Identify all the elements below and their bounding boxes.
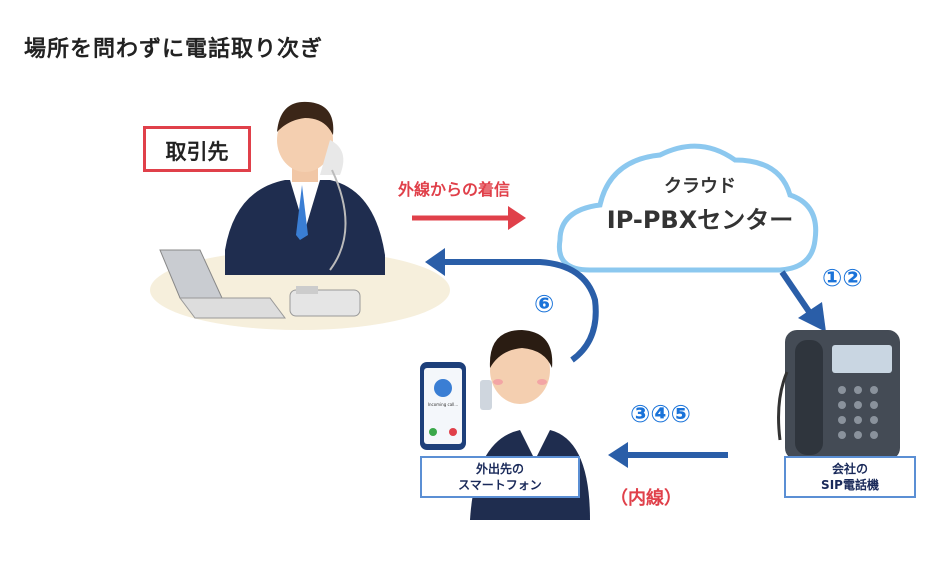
- internal-line-arrow: [608, 442, 728, 468]
- company-phone-line2: SIP電話機: [821, 478, 879, 492]
- sip-phone-illustration: [777, 330, 900, 460]
- incoming-call-label: 外線からの着信: [398, 180, 511, 199]
- smartphone-line1: 外出先の: [475, 462, 524, 476]
- smartphone-screen-text: Incoming call...: [427, 402, 459, 407]
- cloud-title-line2: IP-PBXセンター: [606, 206, 794, 234]
- page-title: 場所を問わずに電話取り次ぎ: [24, 37, 324, 62]
- internal-line-label: （内線）: [610, 488, 682, 509]
- cloud-to-phone-arrow: [779, 270, 826, 332]
- company-phone-label: 会社の SIP電話機: [784, 456, 916, 498]
- step-3-4-5-label: ③④⑤: [630, 400, 691, 428]
- smartphone-line2: スマートフォン: [458, 478, 542, 492]
- smartphone-illustration: [420, 362, 466, 450]
- cloud-title-line1: クラウド: [664, 176, 736, 197]
- step-6-label: ⑥: [534, 290, 555, 318]
- incoming-arrow: [412, 206, 526, 230]
- cloud-shape: [556, 143, 819, 273]
- laptop-illustration: [159, 249, 286, 319]
- step-1-2-label: ①②: [822, 264, 863, 292]
- client-person-illustration: [225, 101, 385, 275]
- company-phone-line1: 会社の: [831, 462, 868, 476]
- smartphone-label: 外出先の スマートフォン: [420, 456, 580, 498]
- desk-phone-illustration: [289, 286, 361, 317]
- return-arrow: [425, 248, 599, 363]
- client-label: 取引先: [143, 126, 251, 172]
